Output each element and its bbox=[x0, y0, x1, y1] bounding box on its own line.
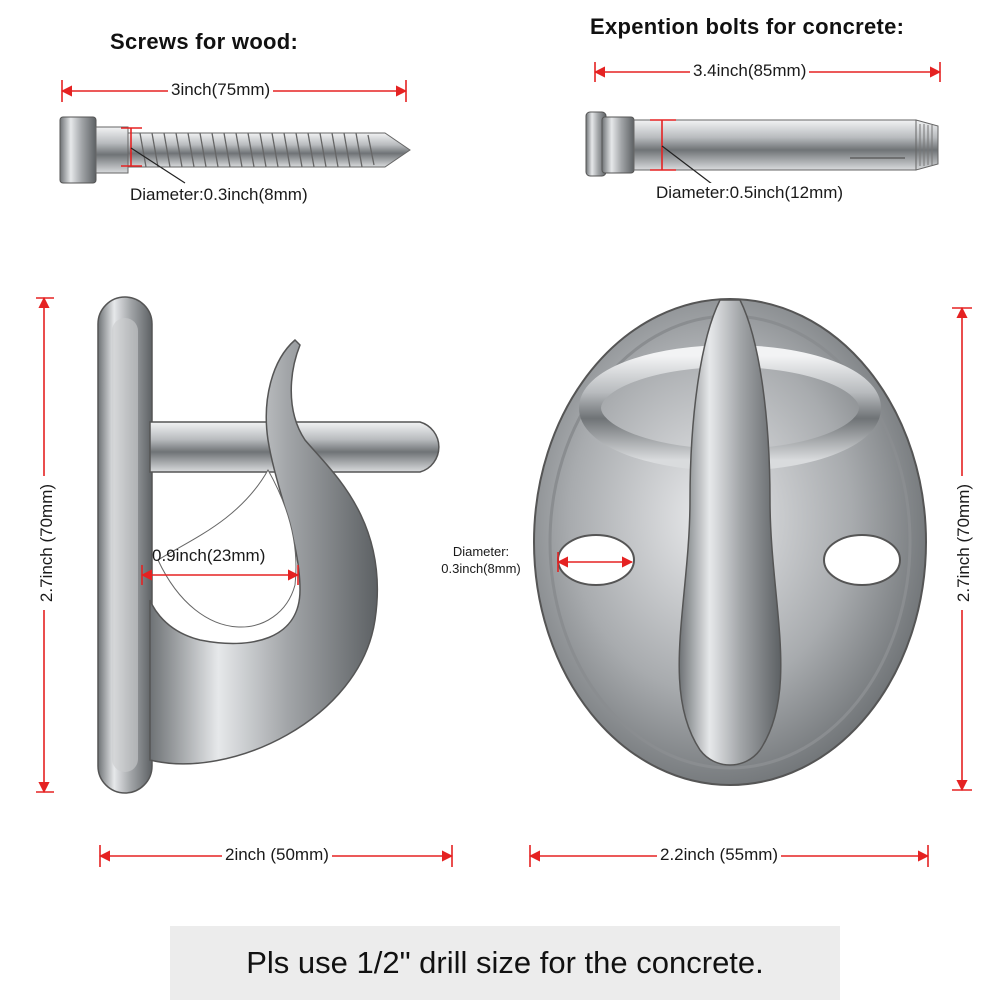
hook-front-width-label: 2.2inch (55mm) bbox=[657, 845, 782, 865]
hole-diameter-label: Diameter: 0.3inch(8mm) bbox=[428, 543, 534, 577]
wood-screw bbox=[59, 116, 411, 184]
hook-front-height-label: 2.7inch (70mm) bbox=[954, 476, 974, 610]
hook-side-height-label: 2.7inch (70mm) bbox=[37, 476, 57, 610]
hook-front-view bbox=[533, 298, 927, 786]
bolt-diameter-label: Diameter:0.5inch(12mm) bbox=[653, 183, 847, 203]
hook-side-view bbox=[97, 296, 440, 794]
wood-diameter-label: Diameter:0.3inch(8mm) bbox=[127, 185, 311, 205]
hook-inner-dimension bbox=[140, 565, 300, 585]
drill-size-note: Pls use 1/2" drill size for the concrete… bbox=[170, 926, 840, 1000]
hook-side-width-label: 2inch (50mm) bbox=[222, 845, 332, 865]
concrete-bolts-title: Expention bolts for concrete: bbox=[590, 14, 905, 39]
expansion-bolt bbox=[585, 111, 939, 177]
bolt-length-label: 3.4inch(85mm) bbox=[690, 61, 810, 81]
wood-length-label: 3inch(75mm) bbox=[168, 80, 274, 100]
hole-diameter-label-line1: Diameter: bbox=[452, 544, 510, 559]
bolt-diameter-dimension bbox=[650, 119, 713, 185]
hook-inner-label: 0.9inch(23mm) bbox=[152, 546, 266, 565]
wood-screws-title: Screws for wood: bbox=[110, 29, 299, 54]
wood-diameter-dimension bbox=[121, 127, 186, 184]
hole-diameter-dimension bbox=[556, 552, 634, 572]
hole-diameter-label-line2: 0.3inch(8mm) bbox=[441, 561, 521, 576]
